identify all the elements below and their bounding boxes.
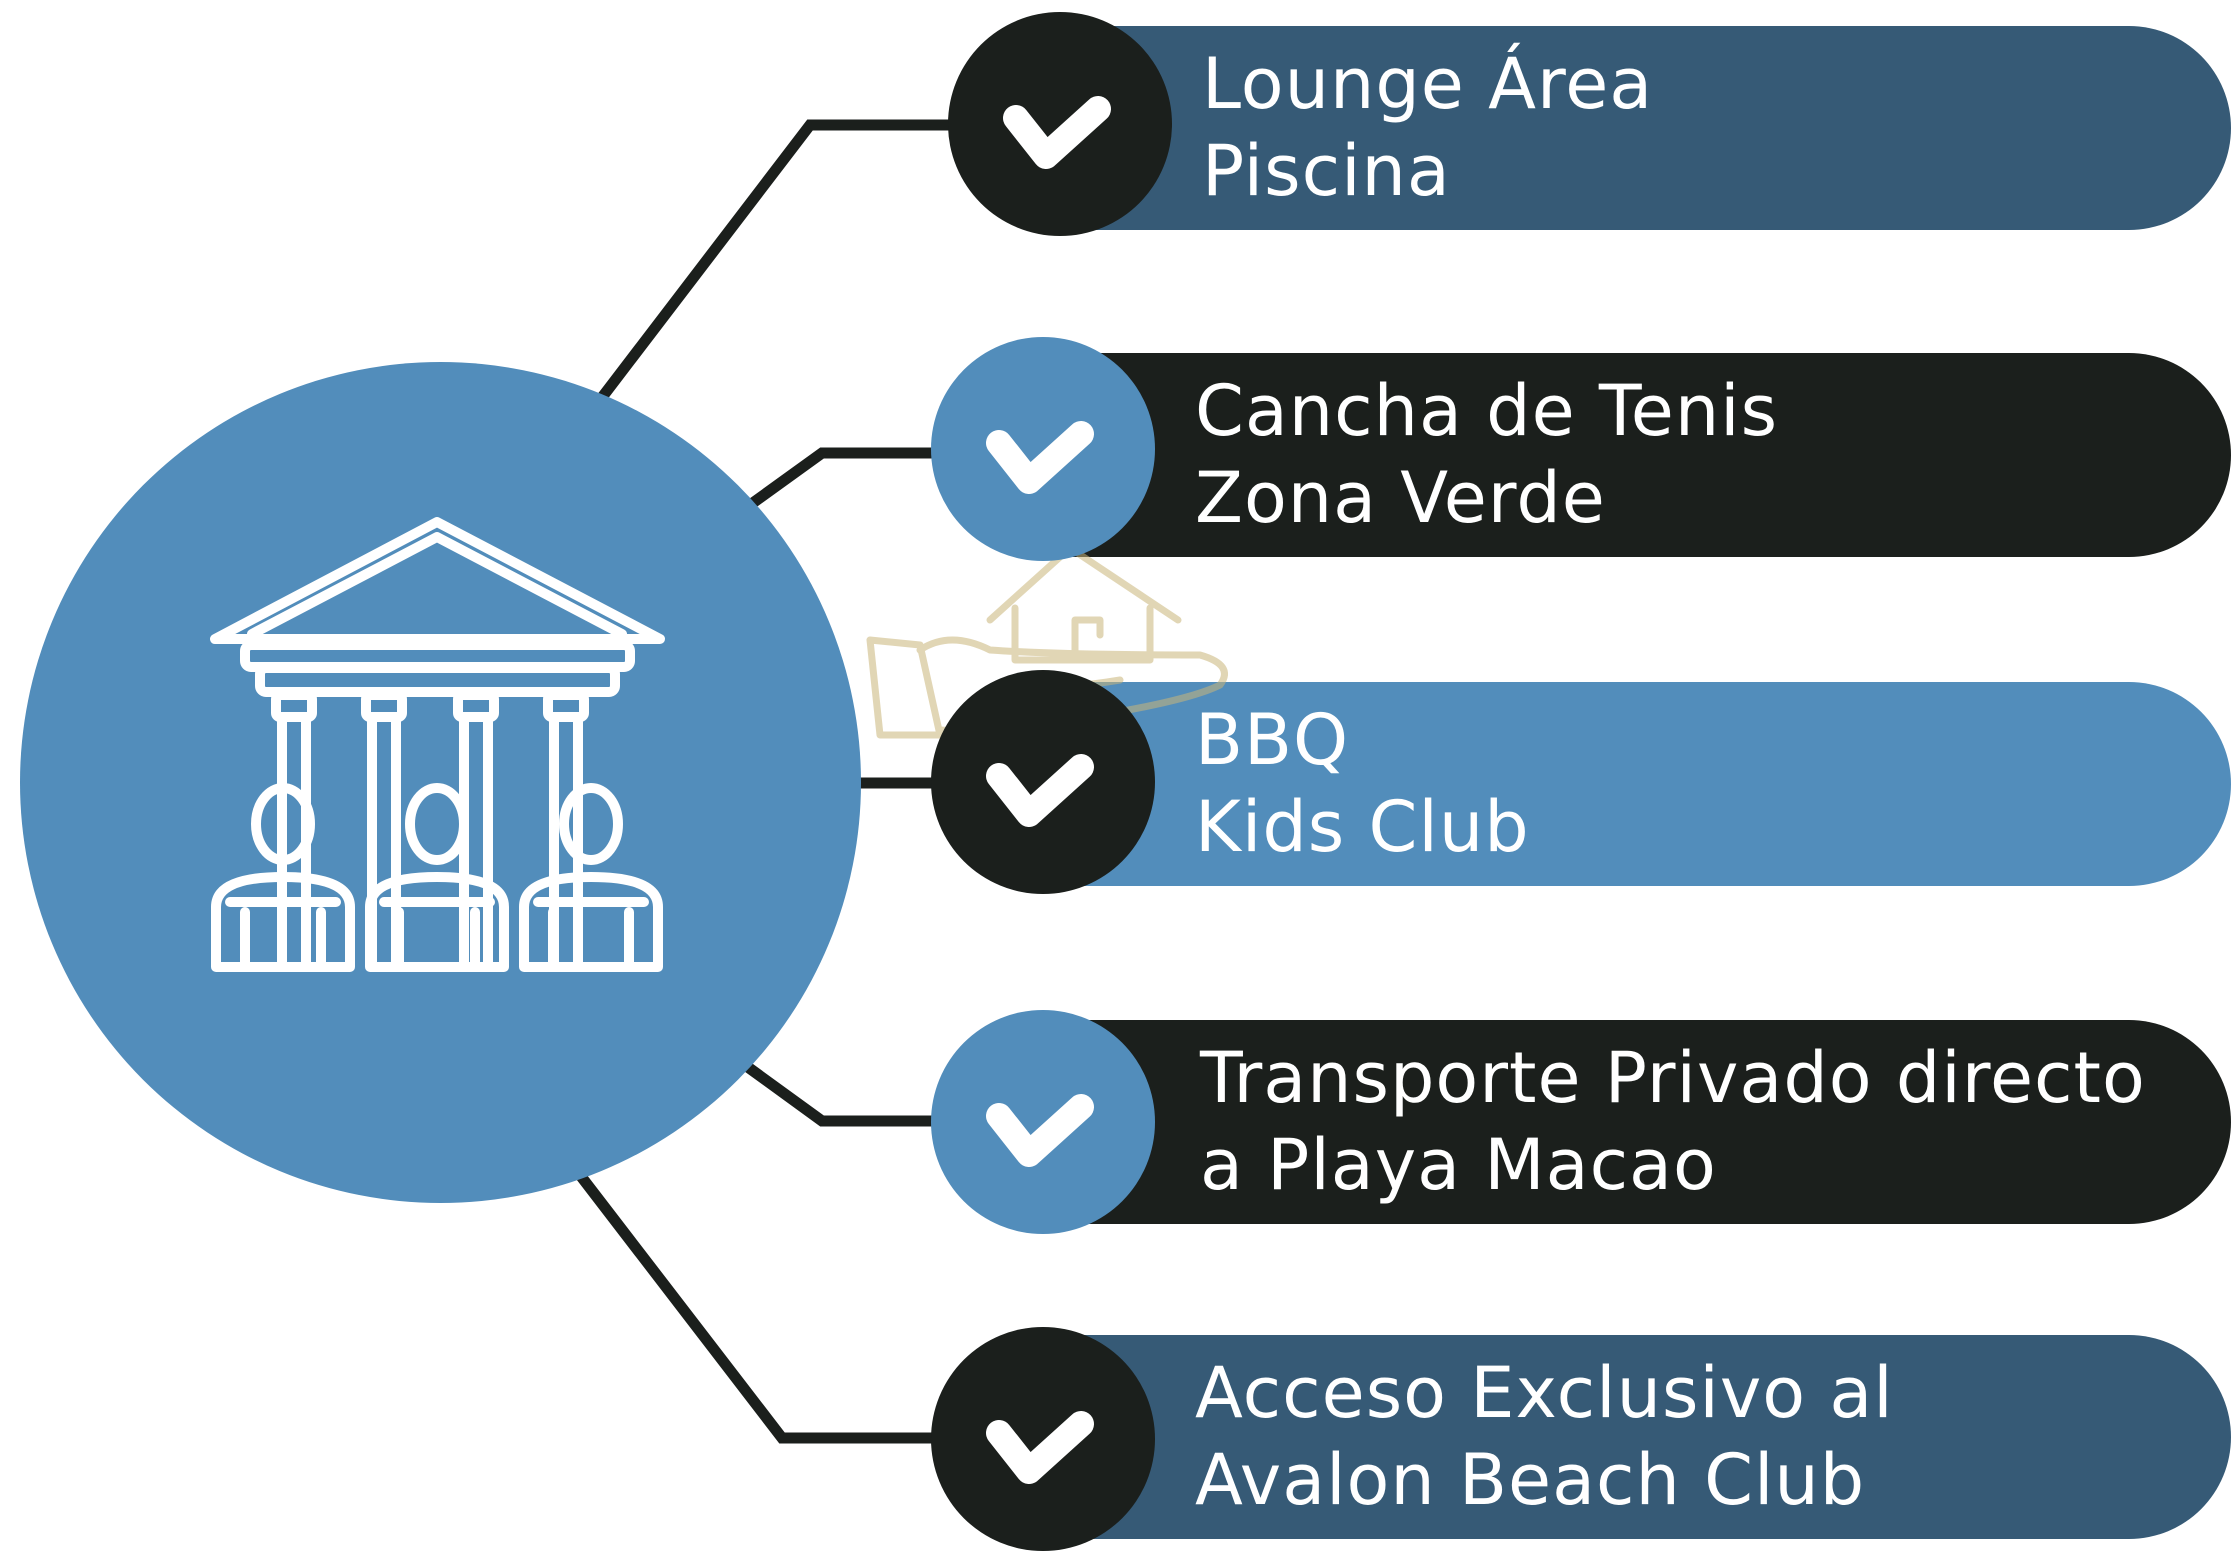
amenity-2-line2: Zona Verde <box>1195 457 1606 539</box>
connector-line-5 <box>575 1171 945 1444</box>
amenity-1-line1: Lounge Área <box>1202 43 1654 125</box>
amenity-5-line1: Acceso Exclusivo al <box>1195 1352 1894 1434</box>
checkmark-icon <box>1003 96 1111 169</box>
check-badge-3 <box>931 670 1155 894</box>
connector-line-2 <box>746 447 945 510</box>
amenity-3-line1: BBQ <box>1195 699 1350 781</box>
checkmark-icon <box>986 754 1094 827</box>
amenity-bar-1: Lounge Área Piscina <box>1060 26 2231 230</box>
check-badge-4 <box>931 1010 1155 1234</box>
hub-circle <box>20 362 861 1203</box>
amenity-5-line2: Avalon Beach Club <box>1195 1439 1866 1521</box>
checkmark-icon <box>986 1411 1094 1484</box>
amenity-1-line2: Piscina <box>1202 130 1451 212</box>
bank-building-with-people-icon <box>210 517 665 972</box>
check-badge-2 <box>931 337 1155 561</box>
checkmark-icon <box>986 1094 1094 1167</box>
check-badge-5 <box>931 1327 1155 1551</box>
amenity-3-line2: Kids Club <box>1195 786 1530 868</box>
amenity-bar-3: BBQ Kids Club <box>1045 682 2231 886</box>
connector-line-1 <box>595 119 960 404</box>
amenity-bar-5: Acceso Exclusivo al Avalon Beach Club <box>1045 1335 2231 1539</box>
amenity-bar-4: Transporte Privado directo a Playa Macao <box>1045 1020 2231 1224</box>
amenity-4-line1: Transporte Privado directo <box>1200 1037 2146 1119</box>
check-badge-1 <box>948 12 1172 236</box>
amenity-bar-2: Cancha de Tenis Zona Verde <box>1045 353 2231 557</box>
connector-line-4 <box>741 1060 945 1127</box>
checkmark-icon <box>986 421 1094 494</box>
amenity-2-line1: Cancha de Tenis <box>1195 370 1779 452</box>
amenity-4-line2: a Playa Macao <box>1200 1124 1717 1206</box>
